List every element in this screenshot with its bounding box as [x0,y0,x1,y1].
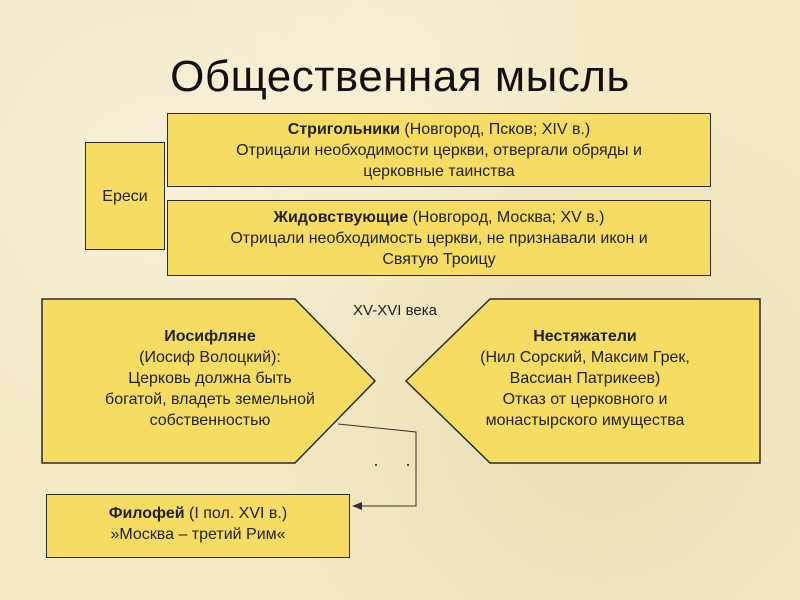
heresies-label: Ереси [102,187,148,205]
strigolniki-box: Стригольники (Новгород, Псков; XIV в.) О… [167,113,711,187]
josephites-arrow-shape [41,298,377,464]
dot-mark [375,464,377,466]
strigolniki-heading: Стригольники (Новгород, Псков; XIV в.) [168,119,710,140]
zhidovstvuyushchie-place: (Новгород, Москва; XV в.) [408,209,605,226]
dot-mark [407,464,409,466]
non-possessors-line: Вассиан Патрикеев) [509,370,661,387]
strigolniki-place: (Новгород, Псков; XIV в.) [399,121,591,138]
strigolniki-name: Стригольники [287,121,400,138]
page-title: Общественная мысль [170,52,630,101]
century-label: XV-XVI века [353,302,437,319]
josephites-line: (Иосиф Волоцкий): [139,349,281,366]
filofey-place: (I пол. XVI в.) [184,505,288,522]
zhidovstvuyushchie-desc-line1: Отрицали необходимость церкви, не призна… [230,230,648,247]
zhidovstvuyushchie-desc-line2: Святую Троицу [382,251,496,268]
josephites-line: Церковь должна быть [128,370,292,387]
josephites-line: собственностью [149,412,271,429]
zhidovstvuyushchie-heading: Жидовствующие (Новгород, Москва; XV в.) [168,207,710,228]
josephites-text: Иосифляне (Иосиф Волоцкий): Церковь долж… [60,326,360,431]
zhidovstvuyushchie-name: Жидовствующие [273,209,409,226]
filofey-box: Филофей (I пол. XVI в.) »Москва – третий… [46,494,350,558]
strigolniki-desc-line2: церковные таинства [363,163,515,180]
connector-line [337,423,417,507]
strigolniki-desc-line1: Отрицали необходимости церкви, отвергали… [236,142,642,159]
filofey-heading: Филофей (I пол. XVI в.) [47,503,349,524]
non-possessors-line: монастырского имущества [485,412,685,429]
non-possessors-name: Нестяжатели [533,328,637,345]
non-possessors-line: Отказ от церковного и [502,391,668,408]
non-possessors-line: (Нил Сорский, Максим Грек, [480,349,690,366]
filofey-quote: »Москва – третий Рим« [110,526,286,543]
zhidovstvuyushchie-box: Жидовствующие (Новгород, Москва; XV в.) … [167,200,711,276]
josephites-line: богатой, владеть земельной [105,391,315,408]
connector-arrowhead [352,502,362,510]
heresies-label-box: Ереси [85,142,165,250]
filofey-name: Филофей [108,505,185,522]
non-possessors-arrow-shape [404,298,761,464]
non-possessors-text: Нестяжатели (Нил Сорский, Максим Грек, В… [420,326,750,431]
josephites-name: Иосифляне [164,328,256,345]
